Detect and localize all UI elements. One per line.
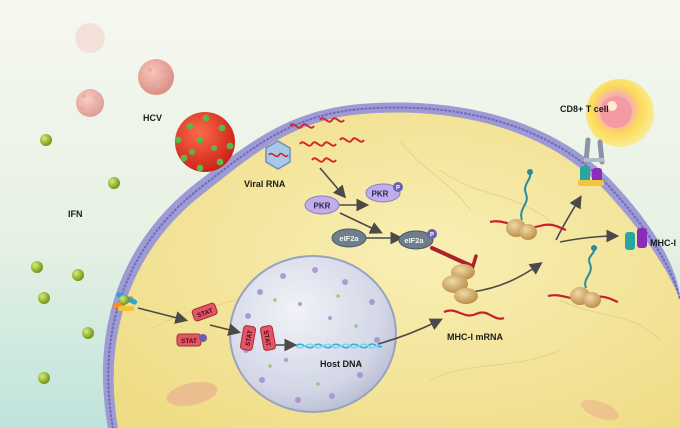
stat-4-label: STAT bbox=[262, 330, 272, 347]
t-cell-receptor-icon bbox=[583, 137, 605, 165]
mhc-i-surface-icon bbox=[625, 228, 647, 250]
ifn-label: IFN bbox=[68, 209, 83, 219]
eif2a-phosphorylated-icon: eIF2a P bbox=[398, 229, 437, 250]
viral-rna-strands bbox=[289, 117, 365, 163]
mhc-i-icon bbox=[578, 166, 604, 186]
membrane-beads bbox=[107, 106, 680, 428]
viral-rna-label: Viral RNA bbox=[244, 179, 286, 189]
ifn-molecule-icon bbox=[31, 134, 120, 384]
hcv-entering-virion-icon bbox=[174, 112, 235, 172]
eif2a-phospho-label: P bbox=[430, 233, 434, 239]
nuclear-pores bbox=[243, 267, 380, 403]
ifn-receptor-icon bbox=[112, 292, 138, 311]
hcv-virion-icon bbox=[75, 23, 174, 117]
pathway-arrows bbox=[137, 167, 620, 352]
pkr-p-label: PKR bbox=[372, 190, 389, 199]
host-dna-helix-icon bbox=[295, 343, 383, 349]
mhc-i-label: MHC-I bbox=[650, 238, 676, 248]
hcv-label: HCV bbox=[143, 113, 162, 123]
host-dna-label: Host DNA bbox=[320, 359, 362, 369]
cd8-t-cell-label: CD8+ T cell bbox=[560, 104, 609, 114]
stat-3-label: STAT bbox=[245, 330, 255, 347]
translating-ribosome-icon bbox=[489, 169, 619, 308]
stat-protein-icon: STAT STAT STAT STAT bbox=[176, 302, 277, 351]
mhc-i-mrna-label: MHC-I mRNA bbox=[447, 332, 503, 342]
mitochondrion bbox=[166, 381, 619, 421]
cytoskeleton-fibers bbox=[149, 139, 661, 381]
mhc-i-mrna-strand bbox=[443, 309, 505, 320]
pkr-icon: PKR bbox=[304, 195, 340, 215]
chromatin-dots bbox=[268, 294, 362, 386]
pkr-label: PKR bbox=[314, 202, 331, 211]
ribosome-icon bbox=[442, 264, 478, 304]
eif2a-icon: eIF2a bbox=[331, 228, 367, 248]
viral-rna-icon bbox=[265, 140, 291, 170]
pkr-phospho-label: P bbox=[396, 186, 400, 192]
pkr-phosphorylated-icon: PKR P bbox=[365, 182, 403, 203]
eif2a-label: eIF2a bbox=[339, 234, 359, 243]
eif2a-p-label: eIF2a bbox=[404, 236, 424, 245]
cd8-t-cell-icon bbox=[586, 79, 654, 147]
stat-2-label: STAT bbox=[181, 338, 197, 345]
